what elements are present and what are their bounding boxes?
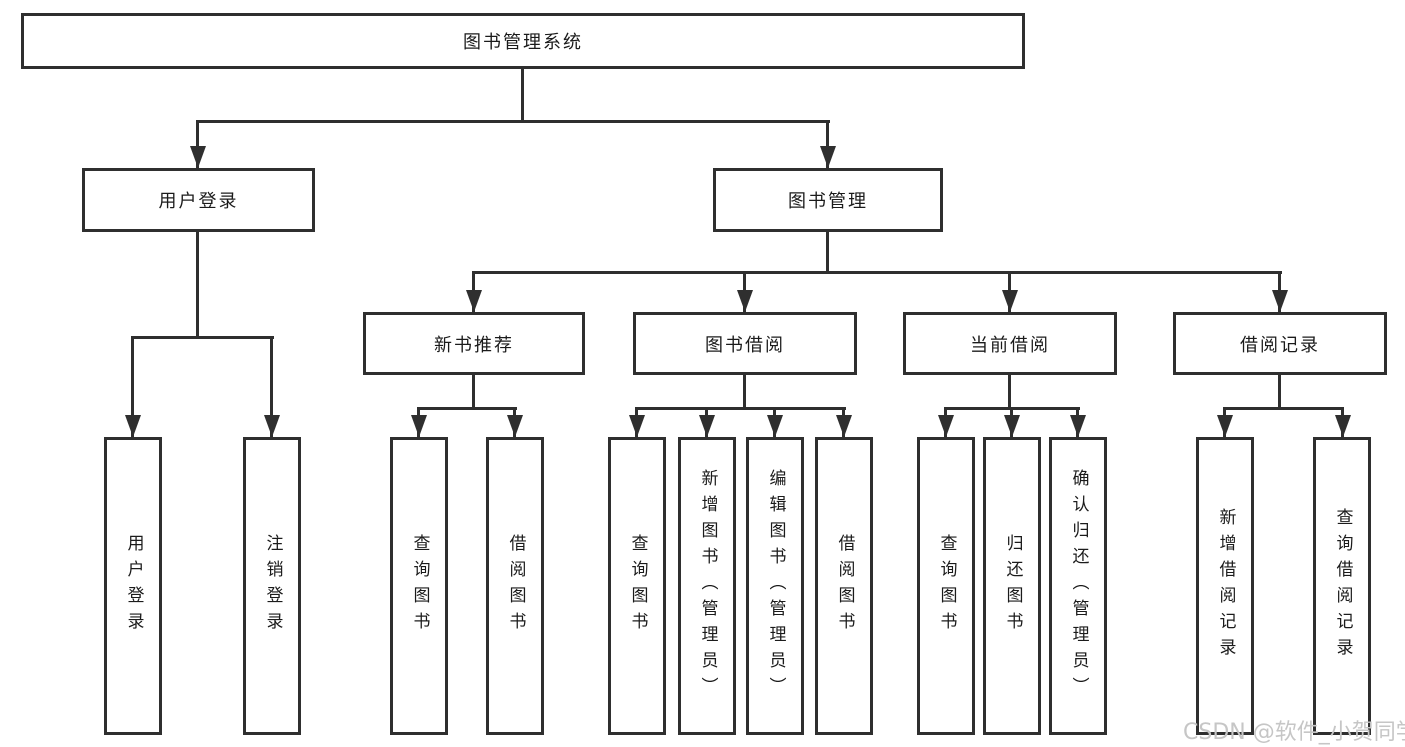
node-label: 当前借阅 [970, 334, 1050, 356]
connector-arrow-icon [938, 415, 954, 437]
node-borrow-records: 借阅记录 [1173, 312, 1387, 375]
node-library-management-system: 图书管理系统 [21, 13, 1025, 69]
connector-line [521, 69, 524, 120]
connector-arrow-icon [466, 290, 482, 312]
connector-arrow-icon [1002, 290, 1018, 312]
connector-line [472, 271, 1282, 274]
connector-line [1223, 407, 1344, 410]
leaf-label: 新增借阅记录 [1215, 508, 1236, 664]
connector-line [196, 232, 199, 336]
connector-line [826, 120, 829, 168]
connector-line [472, 375, 475, 407]
connector-arrow-icon [629, 415, 645, 437]
connector-arrow-icon [1070, 415, 1086, 437]
leaf-label: 借阅图书 [834, 534, 855, 638]
connector-arrow-icon [125, 415, 141, 437]
leaf-user-login: 用户登录 [104, 437, 162, 735]
leaf-label: 查询图书 [409, 534, 430, 638]
node-new-book-recommend: 新书推荐 [363, 312, 585, 375]
node-book-management: 图书管理 [713, 168, 943, 232]
connector-arrow-icon [820, 146, 836, 168]
connector-line [131, 336, 274, 339]
connector-arrow-icon [190, 146, 206, 168]
connector-line [131, 336, 134, 437]
leaf-label: 查询图书 [627, 534, 648, 638]
leaf-edit-books-admin: 编辑图书（管理员） [746, 437, 804, 735]
leaf-label: 用户登录 [123, 534, 144, 638]
connector-line [1278, 375, 1281, 407]
connector-arrow-icon [767, 415, 783, 437]
node-current-borrow: 当前借阅 [903, 312, 1117, 375]
leaf-label: 查询图书 [936, 534, 957, 638]
connector-line [270, 336, 273, 437]
leaf-label: 归还图书 [1002, 534, 1023, 638]
connector-line [417, 407, 517, 410]
connector-arrow-icon [264, 415, 280, 437]
connector-line [743, 375, 746, 407]
leaf-add-borrow-record: 新增借阅记录 [1196, 437, 1254, 735]
leaf-logout: 注销登录 [243, 437, 301, 735]
connector-arrow-icon [699, 415, 715, 437]
connector-arrow-icon [1004, 415, 1020, 437]
leaf-borrow-books: 借阅图书 [815, 437, 873, 735]
leaf-label: 确认归还（管理员） [1068, 469, 1089, 703]
leaf-confirm-return-admin: 确认归还（管理员） [1049, 437, 1107, 735]
leaf-query-books-current: 查询图书 [917, 437, 975, 735]
connector-arrow-icon [507, 415, 523, 437]
connector-line [196, 120, 830, 123]
leaf-label: 编辑图书（管理员） [765, 469, 786, 703]
leaf-label: 借阅图书 [505, 534, 526, 638]
leaf-add-books-admin: 新增图书（管理员） [678, 437, 736, 735]
leaf-borrow-books-recommend: 借阅图书 [486, 437, 544, 735]
connector-line [196, 120, 199, 168]
node-book-borrow: 图书借阅 [633, 312, 857, 375]
leaf-label: 查询借阅记录 [1332, 508, 1353, 664]
node-user-login: 用户登录 [82, 168, 315, 232]
connector-line [635, 407, 846, 410]
connector-arrow-icon [1272, 290, 1288, 312]
node-label: 新书推荐 [434, 334, 514, 356]
connector-line [826, 232, 829, 271]
node-label: 图书借阅 [705, 334, 785, 356]
connector-line [1008, 375, 1011, 407]
node-label: 借阅记录 [1240, 334, 1320, 356]
leaf-label: 新增图书（管理员） [697, 469, 718, 703]
node-label: 用户登录 [158, 191, 239, 212]
connector-arrow-icon [411, 415, 427, 437]
connector-arrow-icon [836, 415, 852, 437]
leaf-query-books-recommend: 查询图书 [390, 437, 448, 735]
connector-arrow-icon [737, 290, 753, 312]
leaf-return-books: 归还图书 [983, 437, 1041, 735]
connector-arrow-icon [1217, 415, 1233, 437]
leaf-query-books-borrow: 查询图书 [608, 437, 666, 735]
node-label: 图书管理系统 [463, 32, 583, 53]
node-label: 图书管理 [788, 191, 868, 212]
connector-arrow-icon [1335, 415, 1351, 437]
leaf-label: 注销登录 [262, 534, 283, 638]
leaf-query-borrow-record: 查询借阅记录 [1313, 437, 1371, 735]
csdn-watermark: CSDN @软件_小贺同学 [1183, 720, 1405, 745]
